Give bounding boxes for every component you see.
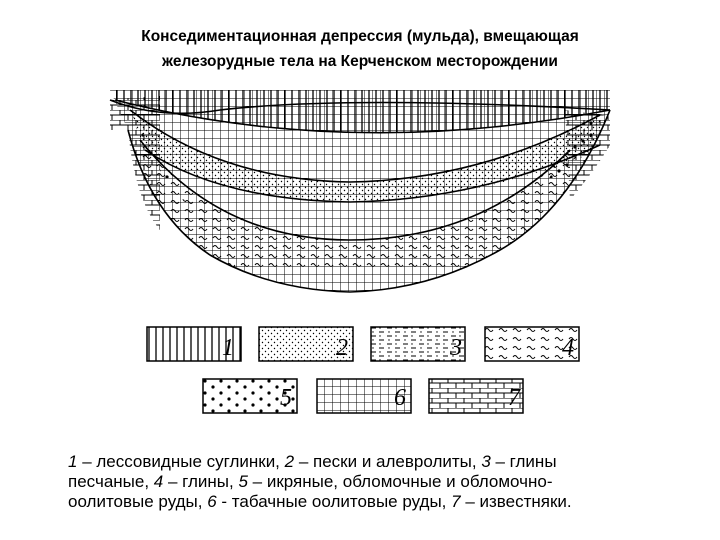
legend-swatch-1 bbox=[146, 326, 242, 362]
legend-num-2: 2 bbox=[336, 335, 348, 361]
title-line-2: железорудные тела на Керченском месторож… bbox=[162, 53, 558, 70]
caption-text: - табачные оолитовые руды, bbox=[216, 492, 452, 511]
legend-num-1: 1 bbox=[222, 335, 234, 361]
caption-num: 6 bbox=[207, 492, 217, 511]
title-line-1: Конседиментационная депрессия (мульда), … bbox=[141, 28, 579, 45]
diagram-title: Конседиментационная депрессия (мульда), … bbox=[0, 24, 720, 74]
caption-line-3: оолитовые руды, 6 - табачные оолитовые р… bbox=[68, 492, 688, 512]
caption-text: – глины, bbox=[163, 472, 239, 491]
caption-num: 2 bbox=[284, 452, 295, 471]
boundary-lines bbox=[109, 99, 611, 293]
caption-text: – пески и алевролиты, bbox=[294, 452, 482, 471]
legend-num-6: 6 bbox=[394, 385, 406, 411]
legend-swatch-4 bbox=[484, 326, 580, 362]
caption-line-2: песчаные, 4 – глины, 5 – икряные, обломо… bbox=[68, 472, 688, 492]
caption-text: песчаные, bbox=[68, 472, 154, 491]
legend-swatch-7 bbox=[428, 378, 524, 414]
caption-text: – лессовидные суглинки, bbox=[77, 452, 285, 471]
layer-coarse-dots-right bbox=[540, 120, 600, 190]
caption-num: 4 bbox=[153, 472, 164, 491]
legend-swatch-2 bbox=[258, 326, 354, 362]
caption-text: – глины bbox=[490, 452, 557, 471]
layer-wavy-clay bbox=[140, 140, 570, 270]
caption-text: оолитовые руды, bbox=[68, 492, 208, 511]
caption-text: – икряные, обломочные и обломочно- bbox=[247, 472, 553, 491]
caption-num: 5 bbox=[238, 472, 248, 491]
caption-text: – известняки. bbox=[460, 492, 572, 511]
layer-loess bbox=[115, 90, 610, 133]
legend-num-4: 4 bbox=[562, 335, 574, 361]
legend-swatch-3 bbox=[370, 326, 466, 362]
legend-caption: 1 – лессовидные суглинки, 2 – пески и ал… bbox=[68, 452, 688, 512]
caption-num: 3 bbox=[481, 452, 491, 471]
caption-num: 7 bbox=[451, 492, 461, 511]
legend-swatch-5 bbox=[202, 378, 298, 414]
caption-line-1: 1 – лессовидные суглинки, 2 – пески и ал… bbox=[68, 452, 688, 472]
layer-fine-dots bbox=[130, 110, 600, 202]
legend-num-3: 3 bbox=[450, 335, 462, 361]
legend-swatch-6 bbox=[316, 378, 412, 414]
legend-num-5: 5 bbox=[280, 385, 292, 411]
legend-num-7: 7 bbox=[508, 385, 520, 411]
cross-section-illustration bbox=[109, 90, 611, 293]
caption-num: 1 bbox=[68, 452, 78, 471]
